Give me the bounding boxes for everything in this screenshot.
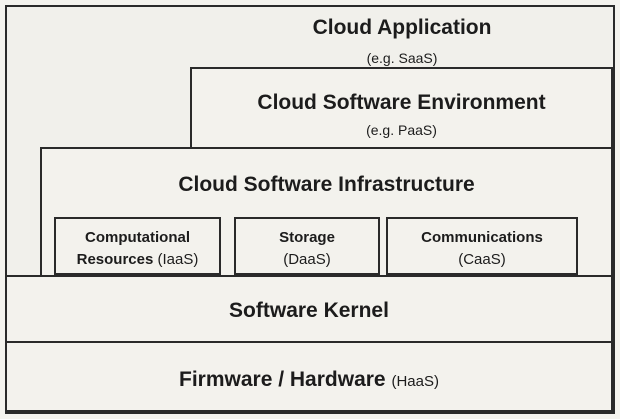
firmware-hardware-title-row: Firmware / Hardware (HaaS) [7,368,611,392]
cloud-software-infrastructure-layer: Cloud Software Infrastructure Computatio… [40,147,613,277]
computational-resources-code: (IaaS) [157,251,199,268]
storage-code: (DaaS) [283,251,331,268]
communications-code: (CaaS) [458,251,506,268]
storage-name: Storage [279,229,335,246]
cloud-software-infrastructure-title: Cloud Software Infrastructure [178,173,475,196]
cloud-application-title: Cloud Application [312,16,492,39]
computational-resources-name: Computational [85,229,190,246]
cloud-software-environment-title: Cloud Software Environment [257,91,546,114]
software-kernel-title: Software Kernel [229,299,389,322]
communications-box: Communications (CaaS) [386,217,578,275]
cloud-software-environment-example: (e.g. PaaS) [366,122,437,138]
storage-box: Storage (DaaS) [234,217,380,275]
computational-resources-line2: Resources (IaaS) [56,251,219,268]
firmware-hardware-layer: Firmware / Hardware (HaaS) [5,341,613,412]
cloud-software-environment-layer: Cloud Software Environment (e.g. PaaS) [190,67,613,149]
cloud-application-example: (e.g. SaaS) [366,50,438,66]
software-kernel-layer: Software Kernel [5,275,613,343]
communications-name: Communications [421,229,543,246]
firmware-hardware-title: Firmware / Hardware [179,368,386,391]
firmware-hardware-code: (HaaS) [391,373,439,390]
computational-resources-box: Computational Resources (IaaS) [54,217,221,275]
computational-resources-prefix: Resources [76,251,154,268]
